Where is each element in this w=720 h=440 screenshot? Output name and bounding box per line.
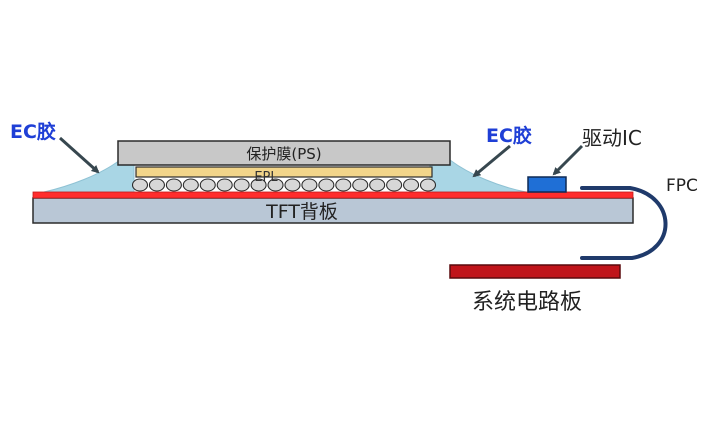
microcup-bead <box>284 178 301 192</box>
ec-glue-right-label: EC胶 <box>486 124 532 147</box>
arrow-driver-ic <box>552 144 584 176</box>
microcup-bead <box>165 178 182 192</box>
driver-ic <box>527 176 567 193</box>
fpc-cable <box>580 186 668 260</box>
microcup-bead <box>318 178 335 192</box>
tft-backplane <box>32 197 634 224</box>
driver-ic-label: 驱动IC <box>582 126 642 150</box>
microcup-bead <box>233 178 250 192</box>
ps-film-label: 保护膜(PS) <box>246 145 321 163</box>
microcup-bead <box>301 178 318 192</box>
microcup-bead <box>369 178 386 192</box>
microcup-bead <box>216 178 233 192</box>
microcup-bead <box>419 178 437 192</box>
fpc-label: FPC <box>666 176 698 196</box>
microcup-row <box>131 178 437 192</box>
microcup-bead <box>352 178 369 192</box>
system-board <box>449 264 621 279</box>
ec-glue-left-label: EC胶 <box>10 120 56 143</box>
tft-label: TFT背板 <box>265 201 338 223</box>
arrow-ec-left <box>58 136 100 174</box>
microcup-bead <box>131 178 149 192</box>
tft-red-line <box>32 191 634 199</box>
arrow-ec-right <box>472 144 511 178</box>
microcup-bead <box>386 178 403 192</box>
microcup-bead <box>250 178 267 192</box>
epl-layer <box>135 166 433 178</box>
microcup-bead <box>335 178 352 192</box>
microcup-bead <box>267 178 284 192</box>
microcup-bead <box>182 178 199 192</box>
ps-film <box>117 140 451 166</box>
system-board-label: 系统电路板 <box>472 290 582 315</box>
microcup-bead <box>148 178 165 192</box>
microcup-bead <box>199 178 216 192</box>
epl-label: EPL <box>254 170 278 185</box>
microcup-bead <box>403 178 420 192</box>
